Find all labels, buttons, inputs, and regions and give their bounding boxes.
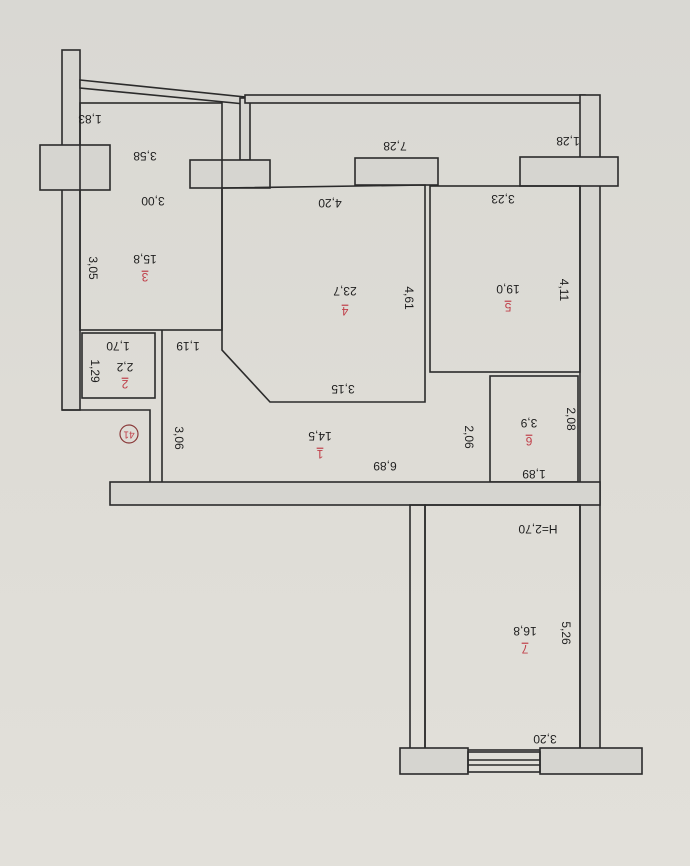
room-4-labels: 7,28 4,20 23,7 4 4,61 3,15 (318, 139, 416, 396)
dim-label: 1,70 (106, 339, 130, 353)
area-label: 3,9 (520, 416, 537, 430)
dim-label: 1,89 (522, 467, 546, 481)
area-label: 19,0 (496, 282, 520, 296)
walls (39, 49, 643, 775)
room-number: 1 (316, 447, 323, 461)
room-1-labels: 41 3,06 14,5 1 6,89 2,06 (119, 424, 476, 473)
room-number: 4 (341, 304, 348, 318)
area-label: 16,8 (513, 624, 537, 638)
area-label: 14,5 (308, 429, 332, 443)
dim-label: 1,29 (88, 359, 102, 383)
room-2-labels: 1,70 2,2 2 1,29 1,19 (88, 339, 200, 391)
room-number: 3 (141, 270, 148, 284)
dim-label: 1,28 (556, 134, 580, 148)
dim-label: 2,06 (462, 425, 476, 449)
room-6-labels: 3,9 6 2,08 1,89 (520, 407, 577, 481)
dim-label: 4,61 (402, 286, 416, 310)
dim-label: 3,15 (331, 382, 355, 396)
dim-label: 6,89 (373, 459, 397, 473)
stamp-circle (119, 424, 139, 444)
dim-label: 3,06 (172, 426, 186, 450)
dim-label: 2,08 (564, 407, 578, 431)
dim-label: 3,23 (491, 192, 515, 206)
room-number: 5 (504, 300, 511, 314)
room-3-labels: 1,83 3,58 3,00 15,8 3 3,05 (78, 112, 165, 284)
dim-label: 3,00 (141, 194, 165, 208)
area-label: 2,2 (116, 360, 133, 374)
dim-label: 7,28 (383, 139, 407, 153)
dim-label: 3,05 (86, 256, 100, 280)
ceiling-height: H=2,70 (518, 522, 557, 536)
stamp-number: 41 (123, 428, 135, 439)
area-label: 23,7 (333, 284, 357, 298)
dim-label: 4,20 (318, 196, 342, 210)
room-7-labels: H=2,70 16,8 7 5,26 3,20 (513, 522, 573, 746)
room-number: 7 (521, 642, 528, 656)
area-label: 15,8 (133, 252, 157, 266)
dim-label: 1,83 (78, 112, 102, 126)
dim-label: 3,58 (133, 149, 157, 163)
dim-label: 4,11 (557, 279, 571, 302)
dim-label: 3,20 (533, 732, 557, 746)
room-5-labels: 1,28 3,23 19,0 5 4,11 (491, 134, 580, 314)
dim-label: 5,26 (559, 621, 573, 645)
room-number: 2 (121, 377, 128, 391)
room-number: 6 (525, 434, 532, 448)
dim-label: 1,19 (176, 339, 200, 353)
